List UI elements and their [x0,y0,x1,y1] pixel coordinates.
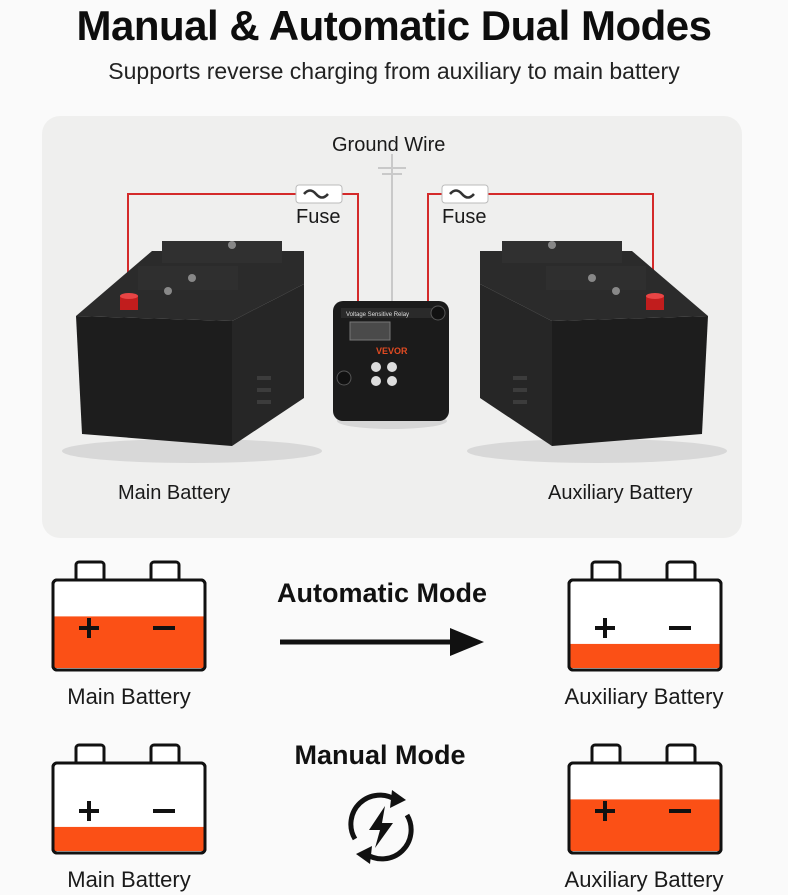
manual-aux-battery-icon [567,743,723,855]
arrow-right-icon [280,628,484,656]
page-title: Manual & Automatic Dual Modes [76,2,712,49]
automatic-aux-battery-label: Auxiliary Battery [564,684,724,709]
sync-lightning-icon [348,790,414,864]
main-battery-illustration [76,241,304,446]
fuse-icon [295,184,343,204]
manual-main-battery-label: Main Battery [67,867,191,892]
automatic-main-battery-label: Main Battery [67,684,191,709]
manual-aux-battery-label: Auxiliary Battery [564,867,724,892]
fuse-right-label: Fuse [442,206,487,228]
ground-wire-label: Ground Wire [332,134,446,156]
auxiliary-battery-label: Auxiliary Battery [548,482,693,504]
wiring-diagram-illustration: Voltage Sensitive Relay VEVOR [62,154,727,463]
automatic-main-battery-icon [51,560,207,672]
manual-main-battery-icon [51,743,207,855]
fuse-icon [441,184,489,204]
page-subtitle: Supports reverse charging from auxiliary… [108,58,680,84]
svg-text:VEVOR: VEVOR [376,346,408,356]
auxiliary-battery-illustration [480,241,708,446]
fuse-left-label: Fuse [296,206,341,228]
main-battery-label: Main Battery [118,482,231,504]
automatic-aux-battery-icon [567,560,723,672]
manual-mode-title: Manual Mode [294,740,466,770]
wiring-diagram-panel: Voltage Sensitive Relay VEVOR Ground Wir… [42,116,742,538]
automatic-mode-title: Automatic Mode [276,578,487,608]
svg-text:Voltage Sensitive Relay: Voltage Sensitive Relay [346,312,409,318]
voltage-sensitive-relay: Voltage Sensitive Relay VEVOR [333,301,449,421]
